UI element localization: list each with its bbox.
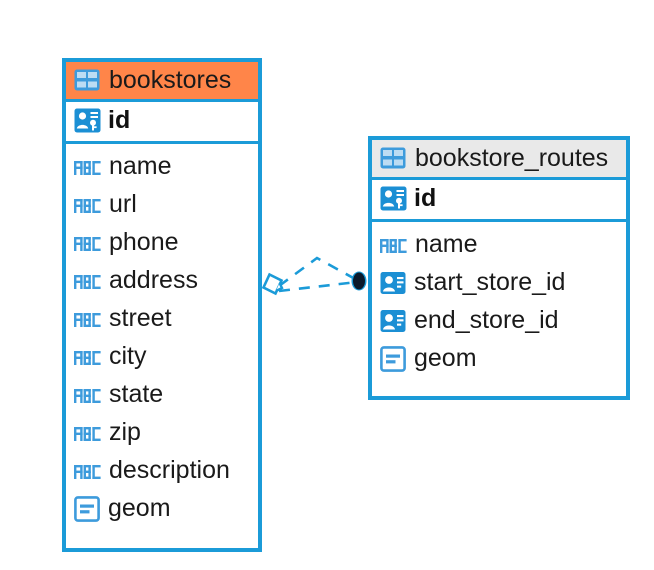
- foreign-key-icon: [380, 309, 406, 332]
- abc-text-icon: [74, 465, 101, 479]
- field-row[interactable]: state: [66, 376, 258, 414]
- geometry-icon: [74, 495, 100, 522]
- geometry-icon: [380, 345, 406, 372]
- field-row[interactable]: name: [66, 148, 258, 186]
- foreign-key-icon: [380, 271, 406, 294]
- abc-text-icon: [380, 239, 407, 253]
- primary-key-icon: [380, 186, 407, 211]
- primary-key-label-bookstores: id: [108, 106, 131, 134]
- field-row[interactable]: address: [66, 262, 258, 300]
- entity-title-bookstore-routes: bookstore_routes: [415, 144, 609, 172]
- relationship-line-lower: [278, 280, 358, 293]
- abc-text-icon: [74, 237, 101, 251]
- abc-text-icon: [74, 389, 101, 403]
- field-row[interactable]: description: [66, 452, 258, 490]
- field-row[interactable]: name: [372, 226, 626, 264]
- field-row[interactable]: url: [66, 186, 258, 224]
- field-row[interactable]: end_store_id: [372, 302, 626, 340]
- entity-header-bookstores: bookstores: [66, 62, 258, 99]
- field-row[interactable]: geom: [372, 340, 626, 378]
- field-row[interactable]: phone: [66, 224, 258, 262]
- field-label: city: [109, 341, 147, 370]
- entity-bookstores[interactable]: bookstores id: [62, 58, 262, 552]
- table-icon: [74, 69, 100, 91]
- abc-text-icon: [74, 199, 101, 213]
- filled-circle-marker: [351, 271, 367, 291]
- field-label: geom: [414, 343, 477, 372]
- field-row[interactable]: city: [66, 338, 258, 376]
- abc-text-icon: [74, 351, 101, 365]
- relationship-line-upper: [278, 256, 358, 288]
- field-label: state: [109, 379, 164, 408]
- field-label: geom: [108, 493, 171, 522]
- field-row[interactable]: street: [66, 300, 258, 338]
- field-label: url: [109, 189, 137, 218]
- field-label: description: [109, 455, 230, 484]
- field-label: end_store_id: [414, 305, 559, 334]
- field-label: zip: [109, 417, 141, 446]
- field-label: name: [415, 229, 478, 258]
- field-label: name: [109, 151, 172, 180]
- abc-text-icon: [74, 427, 101, 441]
- primary-key-label-bookstore-routes: id: [414, 184, 437, 212]
- field-row[interactable]: geom: [66, 490, 258, 528]
- field-list-bookstores: name url: [66, 144, 258, 533]
- field-label: address: [109, 265, 198, 294]
- abc-text-icon: [74, 275, 101, 289]
- field-row[interactable]: zip: [66, 414, 258, 452]
- entity-title-bookstores: bookstores: [109, 66, 232, 94]
- entity-bookstore-routes[interactable]: bookstore_routes id: [368, 136, 630, 400]
- primary-key-row-bookstores[interactable]: id: [66, 99, 258, 144]
- primary-key-icon: [74, 108, 101, 133]
- field-label: phone: [109, 227, 179, 256]
- entity-header-bookstore-routes: bookstore_routes: [372, 140, 626, 177]
- primary-key-row-bookstore-routes[interactable]: id: [372, 177, 626, 222]
- relationship-connector[interactable]: [255, 238, 385, 318]
- field-label: start_store_id: [414, 267, 566, 296]
- table-icon: [380, 147, 406, 169]
- field-label: street: [109, 303, 172, 332]
- abc-text-icon: [74, 313, 101, 327]
- diamond-marker: [261, 272, 284, 296]
- field-row[interactable]: start_store_id: [372, 264, 626, 302]
- abc-text-icon: [74, 161, 101, 175]
- field-list-bookstore-routes: name start_store_id: [372, 222, 626, 383]
